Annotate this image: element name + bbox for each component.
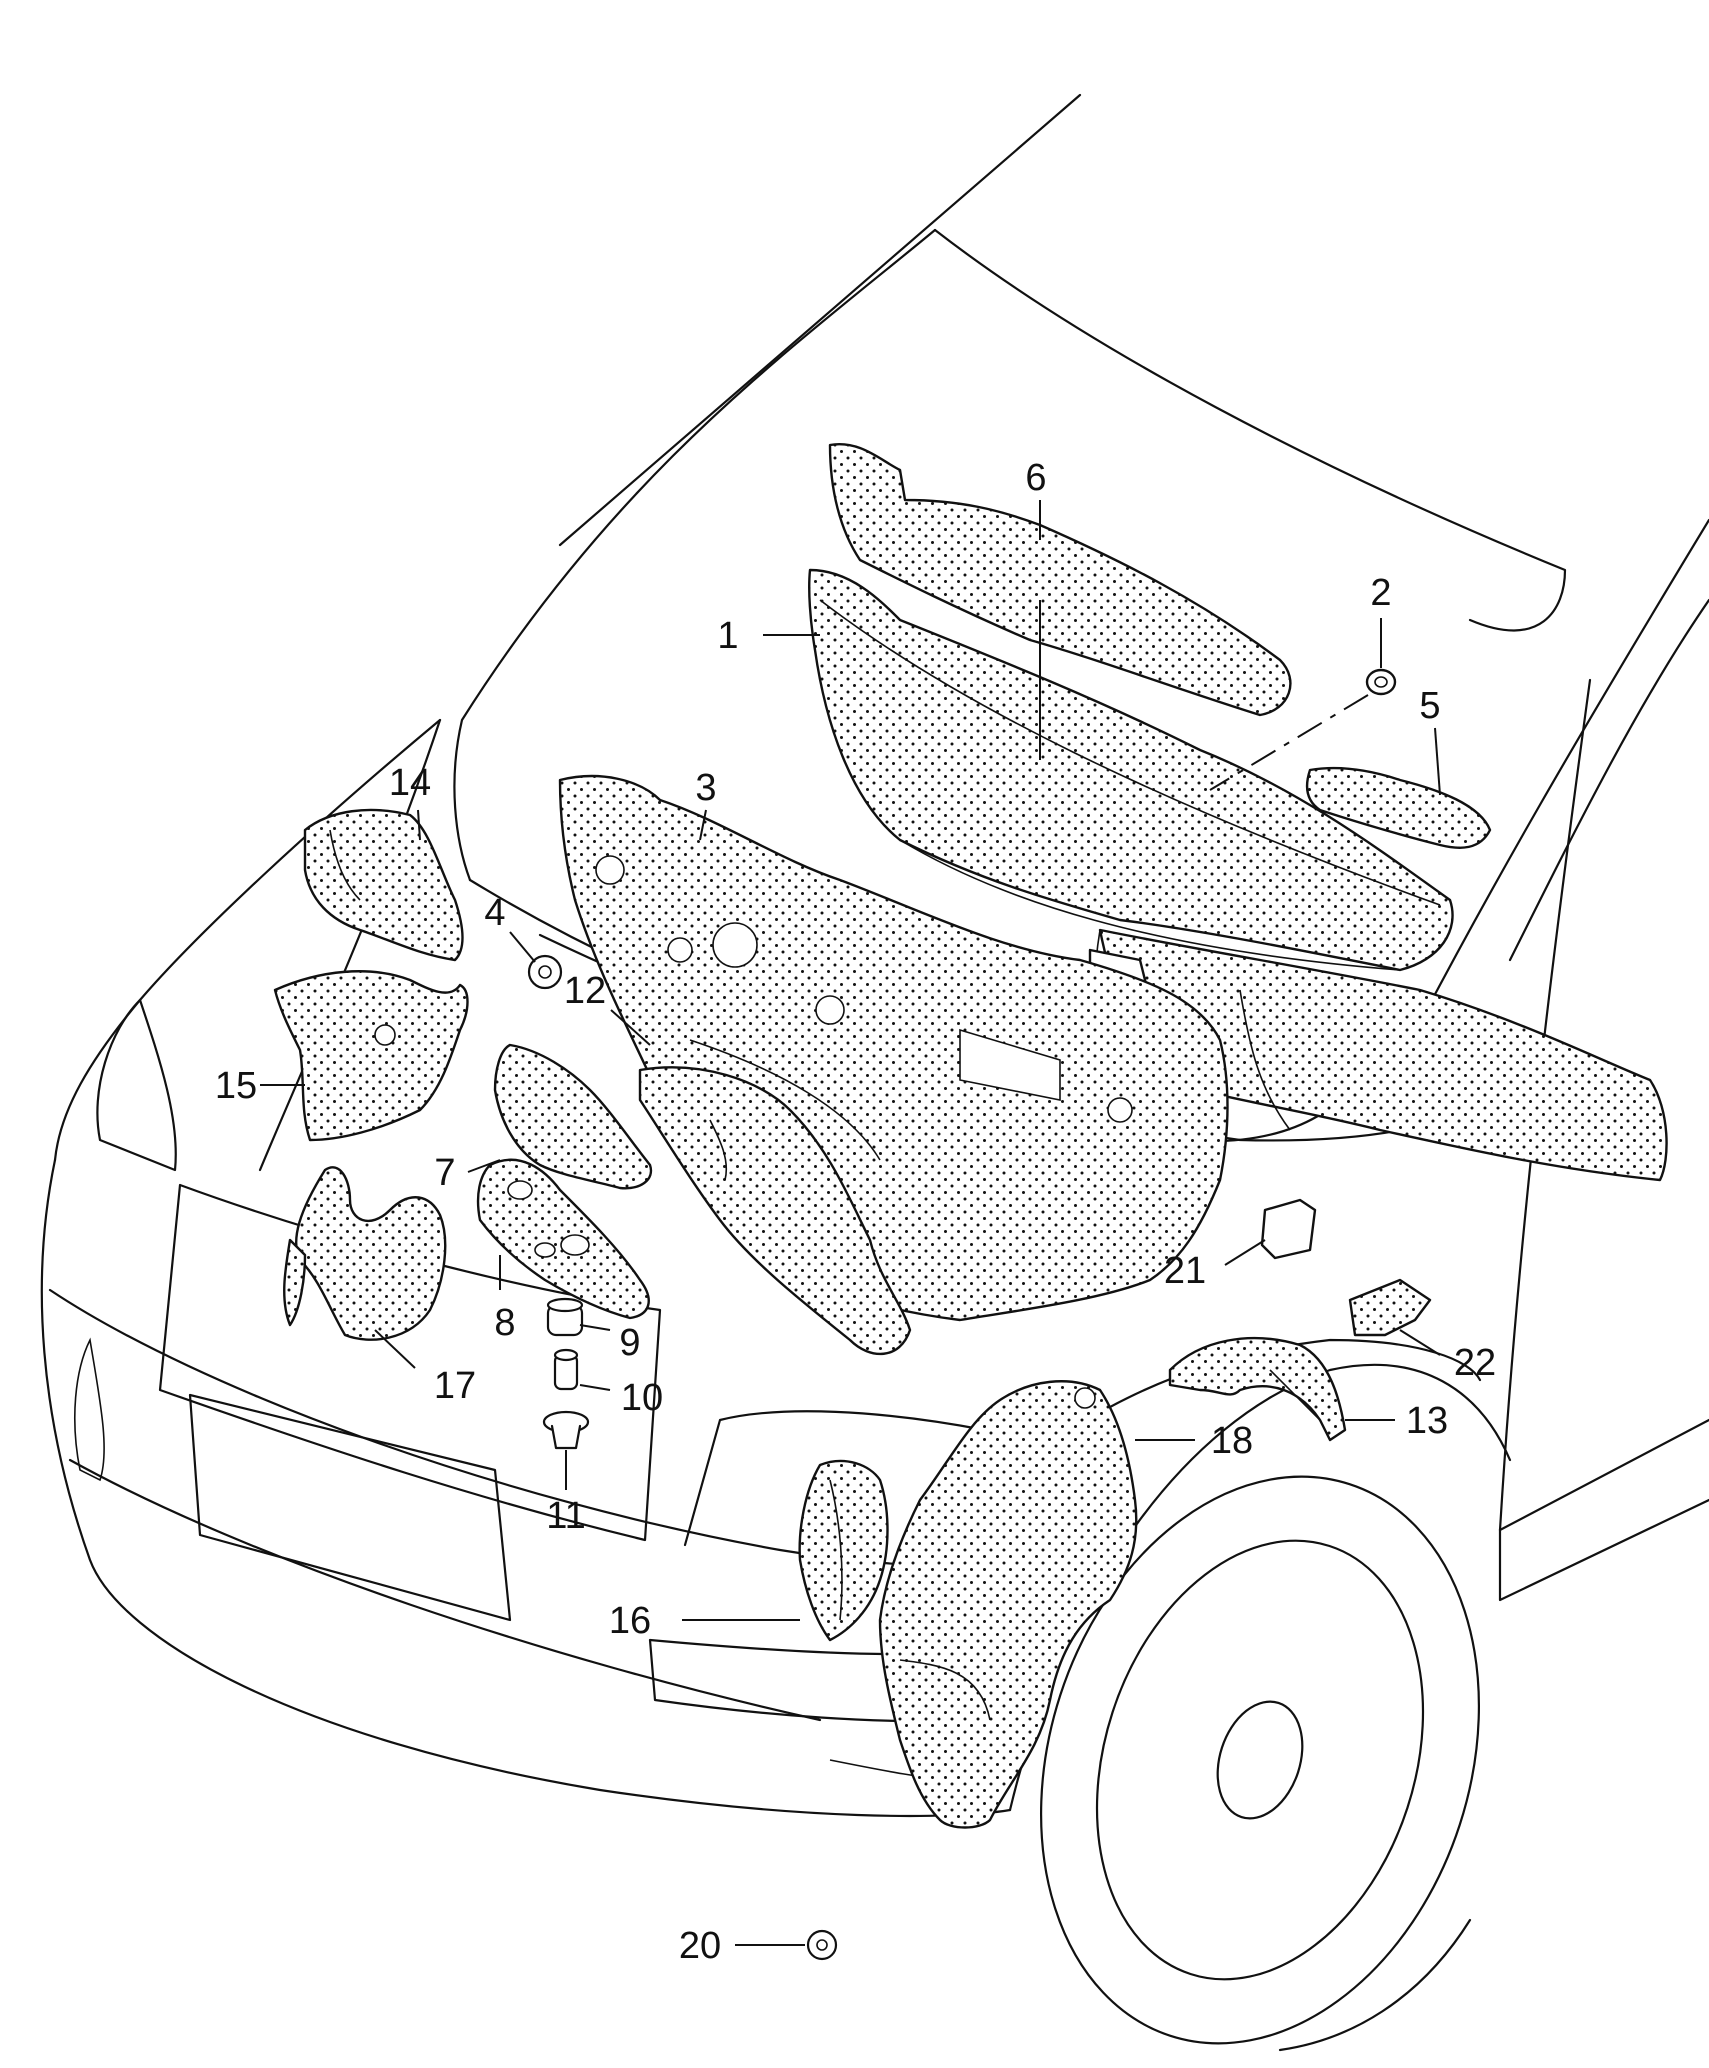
- callout-4: 4: [484, 892, 505, 934]
- part-16-side-panel: [798, 1459, 889, 1642]
- callout-2: 2: [1370, 572, 1391, 614]
- part-9-buffer: [546, 1297, 584, 1337]
- part-7-panel: [493, 1043, 653, 1190]
- callout-labels: 1 2 3 4 5 6 7 8 9 10 11 12 13 14 15 16 1…: [215, 457, 1496, 1967]
- callout-18: 18: [1211, 1420, 1253, 1462]
- part-2-grommet: [1365, 668, 1397, 696]
- callout-12: 12: [564, 970, 606, 1012]
- callout-21: 21: [1164, 1250, 1206, 1292]
- callout-6: 6: [1025, 457, 1046, 499]
- callout-22: 22: [1454, 1342, 1496, 1384]
- callout-7: 7: [434, 1152, 455, 1194]
- part-21-block: [1260, 1198, 1317, 1260]
- part-12-lower-panel: [638, 1066, 912, 1355]
- part-10-sleeve: [553, 1348, 579, 1391]
- part-17-panel: [294, 1166, 447, 1341]
- callout-5: 5: [1419, 685, 1440, 727]
- callout-15: 15: [215, 1065, 257, 1107]
- callout-20: 20: [679, 1925, 721, 1967]
- callout-14: 14: [389, 762, 431, 804]
- callout-10: 10: [621, 1377, 663, 1419]
- part-11-clip: [542, 1410, 590, 1450]
- part-6-insulation-strip: [828, 443, 1292, 717]
- callout-9: 9: [619, 1322, 640, 1364]
- part-15-panel: [273, 970, 469, 1142]
- callout-3: 3: [695, 767, 716, 809]
- callout-13: 13: [1406, 1400, 1448, 1442]
- leader-lines: [260, 500, 1441, 1946]
- part-1-bulkhead-insulation: [808, 568, 1454, 972]
- callout-8: 8: [494, 1302, 515, 1344]
- part-4-clip: [527, 954, 563, 990]
- callout-16: 16: [609, 1600, 651, 1642]
- callout-17: 17: [434, 1365, 476, 1407]
- part-22-wedge: [1348, 1278, 1432, 1337]
- callout-11: 11: [546, 1495, 585, 1537]
- part-20-clip: [806, 1929, 838, 1961]
- part-18-wheelhouse-liner: [878, 1380, 1138, 1829]
- part-17-flange: [283, 1238, 307, 1327]
- part-5-strip: [1305, 766, 1492, 849]
- callout-1: 1: [717, 615, 738, 657]
- part-13-arch-trim: [1168, 1336, 1347, 1442]
- part-14-panel: [303, 808, 464, 962]
